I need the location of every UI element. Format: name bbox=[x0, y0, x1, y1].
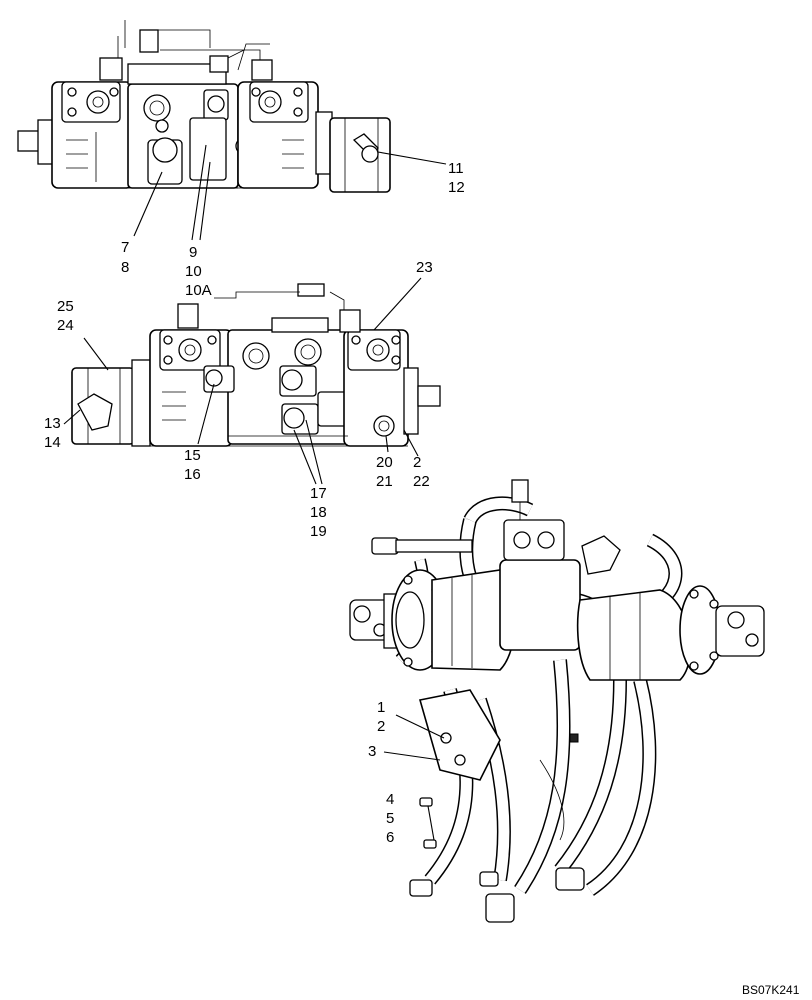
iso-right-flange bbox=[679, 585, 721, 675]
mid-connector bbox=[297, 283, 325, 297]
callout-7: 7 bbox=[121, 239, 129, 256]
callout-18: 18 bbox=[310, 504, 327, 521]
hose-end-fitting bbox=[371, 537, 399, 555]
middle-leaders bbox=[63, 277, 422, 485]
callout-16: 16 bbox=[184, 466, 201, 483]
top-sensor-connector bbox=[139, 29, 159, 53]
top-center-port-a bbox=[143, 94, 171, 122]
callout-11: 11 bbox=[448, 160, 464, 177]
callout-15: 15 bbox=[184, 447, 201, 464]
callout-2-mid: 2 bbox=[413, 454, 421, 471]
callout-10: 10 bbox=[185, 263, 202, 280]
top-leaders bbox=[133, 144, 447, 241]
callout-2-bottom: 2 bbox=[377, 718, 385, 735]
callout-8: 8 bbox=[121, 259, 129, 276]
top-left-bracket bbox=[99, 57, 123, 81]
iso-bolt-set bbox=[419, 797, 437, 849]
top-pump-view bbox=[17, 20, 391, 193]
iso-center-housing bbox=[499, 559, 581, 651]
iso-hose-end-c bbox=[555, 867, 585, 891]
callout-25: 25 bbox=[57, 298, 74, 315]
iso-solenoid-block bbox=[503, 519, 565, 561]
mid-output-shaft bbox=[417, 385, 441, 407]
mid-center-port-a bbox=[242, 342, 270, 370]
middle-pump-view bbox=[71, 283, 441, 447]
mid-right-port bbox=[366, 338, 390, 362]
callout-21: 21 bbox=[376, 473, 393, 490]
hose-tube bbox=[395, 539, 473, 553]
iso-right-fitting bbox=[581, 535, 621, 575]
top-gear-pump bbox=[329, 117, 391, 193]
callout-3: 3 bbox=[368, 743, 376, 760]
top-solenoid-block bbox=[189, 117, 227, 181]
iso-hose-end-b bbox=[485, 893, 515, 923]
mid-right-flange bbox=[403, 367, 419, 435]
mid-left-flange bbox=[131, 359, 151, 447]
drawing-code: BS07K241 bbox=[742, 983, 800, 997]
callout-13: 13 bbox=[44, 415, 61, 432]
iso-sensor-connector bbox=[511, 479, 529, 503]
callout-1: 1 bbox=[377, 699, 385, 716]
callout-17: 17 bbox=[310, 485, 327, 502]
mid-plug-20 bbox=[373, 415, 395, 437]
bottom-leaders bbox=[383, 714, 445, 761]
callout-12: 12 bbox=[448, 179, 465, 196]
callout-22: 22 bbox=[413, 473, 430, 490]
callout-10a: 10A bbox=[185, 282, 212, 299]
callout-24: 24 bbox=[57, 317, 74, 334]
top-left-port bbox=[86, 90, 110, 114]
iso-hose-end-a bbox=[409, 879, 433, 897]
mid-gear-pump-fitting bbox=[77, 393, 113, 431]
callout-19: 19 bbox=[310, 523, 327, 540]
callout-4: 4 bbox=[386, 791, 394, 808]
mid-left-port bbox=[178, 338, 202, 362]
callout-23: 23 bbox=[416, 259, 433, 276]
top-right-port bbox=[258, 90, 282, 114]
callout-20: 20 bbox=[376, 454, 393, 471]
mid-center-port-b bbox=[294, 338, 322, 366]
iso-wire bbox=[539, 759, 565, 841]
iso-mount-bracket bbox=[418, 689, 501, 781]
callout-14: 14 bbox=[44, 434, 61, 451]
callout-5: 5 bbox=[386, 810, 394, 827]
callout-9: 9 bbox=[189, 244, 197, 261]
isometric-pump-view bbox=[349, 479, 765, 923]
callout-6: 6 bbox=[386, 829, 394, 846]
iso-right-pump-body bbox=[576, 589, 692, 681]
